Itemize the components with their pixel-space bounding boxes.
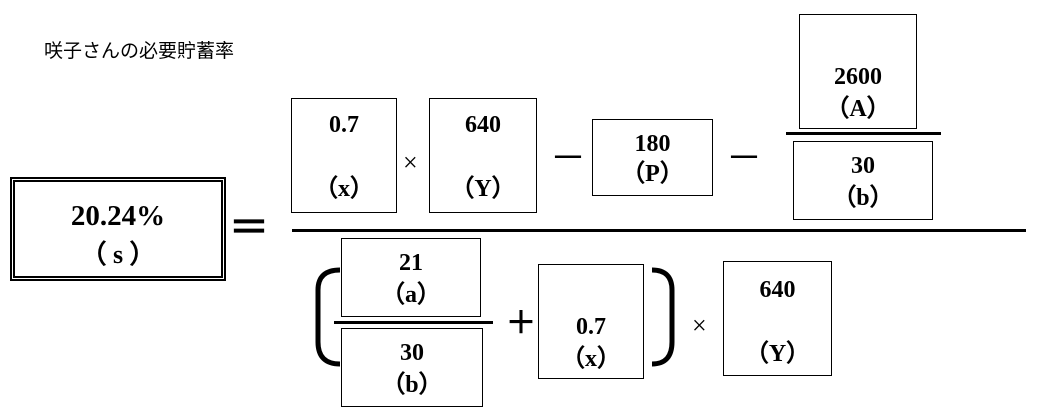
denominator-times-sign: × <box>692 311 707 340</box>
denominator-y-box: 640 （Y） <box>723 261 832 376</box>
numerator-b-value: 30 <box>851 153 875 179</box>
denominator-x-box: 0.7 （x） <box>538 264 644 379</box>
savings-rate-result-box: 20.24% （ s ） <box>10 177 226 281</box>
numerator-x-box: 0.7 （x） <box>291 98 397 213</box>
savings-rate-symbol: （ s ） <box>80 240 156 269</box>
numerator-a-value: 2600 <box>834 64 882 90</box>
denominator-b-box: 30 （b） <box>341 328 483 407</box>
numerator-x-value: 0.7 <box>329 112 359 138</box>
numerator-p-box: 180 （P） <box>592 119 713 196</box>
left-bracket <box>315 267 341 367</box>
numerator-y-box: 640 （Y） <box>429 98 537 213</box>
denominator-y-label: （Y） <box>744 341 811 367</box>
equals-sign: ＝ <box>229 205 269 250</box>
numerator-minus-sign-1: － <box>550 138 587 178</box>
denominator-y-value: 640 <box>759 277 796 303</box>
numerator-p-label: （P） <box>621 161 684 187</box>
denominator-sub-fraction-bar <box>334 321 493 324</box>
numerator-y-value: 640 <box>465 112 501 138</box>
main-fraction-bar <box>292 229 1026 232</box>
savings-rate-value: 20.24% <box>70 200 166 232</box>
numerator-b-label: （b） <box>832 185 894 211</box>
numerator-a-label: （A） <box>825 96 891 122</box>
page-title: 咲子さんの必要貯蓄率 <box>44 40 235 62</box>
numerator-y-label: （Y） <box>450 176 516 202</box>
numerator-x-label: （x） <box>314 176 374 202</box>
right-bracket <box>651 267 675 367</box>
denominator-b-value: 30 <box>400 340 424 366</box>
denominator-a-box: 21 （a） <box>341 238 481 317</box>
numerator-a-box: 2600 （A） <box>799 14 917 129</box>
denominator-a-value: 21 <box>399 250 423 276</box>
numerator-times-sign: × <box>403 148 418 177</box>
numerator-p-value: 180 <box>634 131 671 157</box>
denominator-x-value: 0.7 <box>576 314 606 340</box>
denominator-a-label: （a） <box>381 282 441 308</box>
denominator-x-label: （x） <box>561 346 621 372</box>
numerator-sub-fraction-bar <box>786 132 941 135</box>
denominator-plus-sign: ＋ <box>506 307 536 340</box>
denominator-b-label: （b） <box>381 372 443 398</box>
numerator-minus-sign-2: － <box>726 138 763 178</box>
numerator-b-box: 30 （b） <box>793 141 933 220</box>
